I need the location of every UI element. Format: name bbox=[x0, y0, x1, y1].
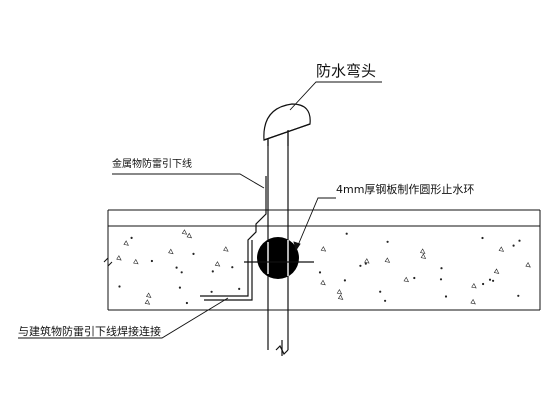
stipple-dot bbox=[130, 236, 133, 239]
label-weld-connection: 与建筑物防雷引下线焊接连接 bbox=[18, 325, 161, 338]
elbow-rim bbox=[263, 123, 311, 141]
stipple-triangle bbox=[471, 282, 477, 289]
stipple-dot bbox=[211, 270, 214, 273]
break-mark-left bbox=[103, 256, 113, 268]
ring-disc bbox=[257, 237, 299, 279]
arrow-ring bbox=[293, 241, 301, 252]
stipple-dot bbox=[180, 271, 183, 274]
stipple-dot bbox=[118, 285, 121, 288]
stipple-dot bbox=[343, 279, 347, 282]
stipple-dot bbox=[488, 278, 492, 281]
leader-ring bbox=[295, 197, 336, 251]
stipple-dot bbox=[178, 286, 181, 289]
leader-weld bbox=[18, 297, 229, 339]
stipple-triangle bbox=[336, 289, 343, 295]
stipple-triangle bbox=[186, 232, 193, 239]
label-lightning-downconductor: 金属物防雷引下线 bbox=[112, 159, 192, 170]
stipple-triangle bbox=[403, 276, 409, 283]
conductor-lower bbox=[204, 240, 253, 301]
stipple-dot bbox=[231, 266, 234, 269]
stipple-triangle bbox=[498, 246, 505, 252]
stipple-triangle bbox=[168, 248, 174, 255]
stipple-dot bbox=[384, 299, 387, 302]
leader-lines bbox=[18, 81, 382, 339]
stipple-dot bbox=[345, 232, 348, 235]
stipple-dot bbox=[481, 236, 484, 240]
stipple-triangle bbox=[320, 279, 326, 286]
stipple-triangle bbox=[320, 246, 327, 252]
stipple-dot bbox=[318, 271, 322, 274]
stipple-triangle bbox=[181, 229, 188, 235]
stipple-triangle bbox=[420, 248, 426, 254]
stipple-dot bbox=[175, 266, 178, 269]
stipple-dot bbox=[359, 264, 362, 267]
stipple-dot bbox=[150, 259, 153, 263]
pipe-break-mark bbox=[275, 344, 289, 356]
waterproof-elbow-cap bbox=[263, 103, 311, 146]
stipple-dot bbox=[185, 301, 188, 305]
lightning-conductor bbox=[200, 176, 267, 301]
stipple-dot bbox=[517, 294, 520, 297]
stipple-triangle bbox=[420, 253, 427, 259]
leader-elbow bbox=[289, 81, 382, 111]
stipple-dot bbox=[413, 276, 416, 280]
concrete-stipple bbox=[116, 229, 531, 305]
stipple-triangle bbox=[470, 298, 476, 305]
stipple-triangle bbox=[144, 299, 151, 305]
label-waterproof-elbow: 防水弯头 bbox=[316, 62, 377, 80]
stipple-dot bbox=[439, 278, 443, 281]
stipple-triangle bbox=[364, 258, 370, 264]
stipple-dot bbox=[192, 252, 195, 255]
water-stop-ring bbox=[244, 237, 314, 279]
concrete-slab bbox=[103, 209, 541, 311]
stipple-dot bbox=[238, 287, 241, 291]
stipple-dot bbox=[364, 262, 367, 265]
stipple-dot bbox=[518, 239, 521, 242]
stipple-triangle bbox=[214, 261, 221, 267]
stipple-dot bbox=[512, 244, 515, 247]
label-steel-ring: 4mm厚钢板制作圆形止水环 bbox=[336, 183, 475, 196]
stipple-triangle bbox=[145, 292, 152, 298]
elbow-dome bbox=[263, 103, 311, 141]
stipple-triangle bbox=[337, 294, 344, 300]
stipple-triangle bbox=[384, 257, 391, 263]
stipple-triangle bbox=[116, 255, 122, 261]
stipple-dot bbox=[492, 279, 495, 282]
stipple-triangle bbox=[525, 262, 531, 268]
stipple-dot bbox=[210, 290, 213, 293]
stipple-triangle bbox=[223, 246, 229, 252]
stipple-triangle bbox=[133, 258, 139, 265]
conductor-upper bbox=[200, 176, 267, 297]
stipple-dot bbox=[379, 290, 382, 293]
leader-conductor bbox=[112, 173, 265, 189]
stipple-dot bbox=[444, 295, 448, 298]
stipple-triangle bbox=[493, 268, 500, 274]
stipple-dot bbox=[482, 282, 485, 286]
stipple-dot bbox=[440, 267, 443, 270]
stipple-dot bbox=[386, 240, 389, 243]
stipple-triangle bbox=[123, 240, 129, 246]
